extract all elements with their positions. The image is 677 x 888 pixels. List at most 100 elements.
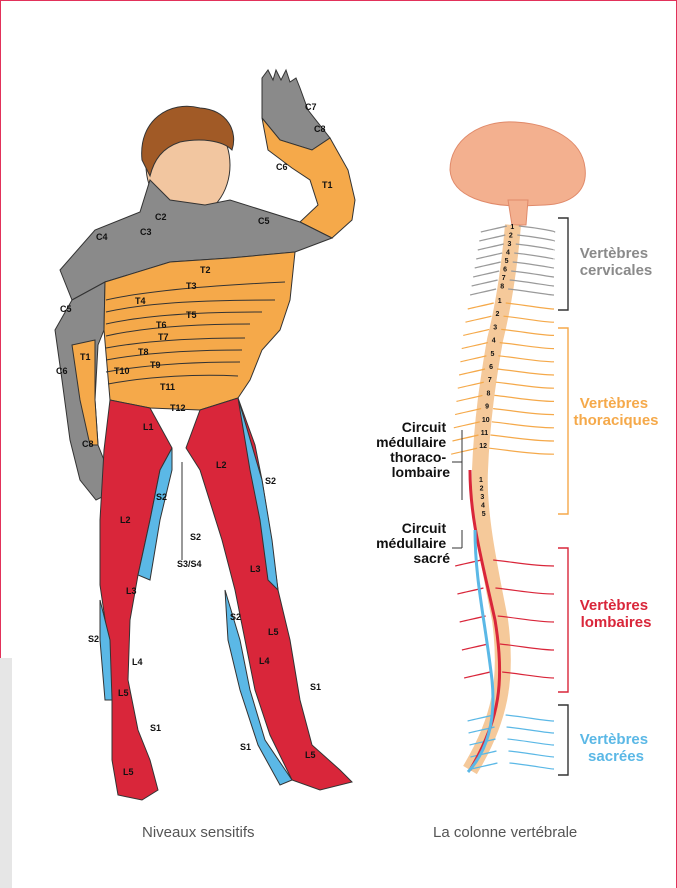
dermatome-label-s1: S1: [150, 723, 161, 733]
cervical-nerve-left: [472, 280, 498, 286]
cervical-vertebra-2: 2: [509, 233, 513, 240]
dermatome-label-t10: T10: [114, 366, 130, 376]
thoracic-vertebra-4: 4: [492, 338, 496, 345]
thoracic-nerve: [501, 329, 554, 335]
cervical-nerve-left: [470, 289, 496, 295]
thoracic-nerve: [496, 382, 554, 388]
brainstem: [508, 200, 528, 225]
dermatome-label-s1: S1: [310, 682, 321, 692]
thoracic-nerve-left: [460, 356, 486, 362]
thoracic-vertebra-7: 7: [488, 377, 492, 384]
sacral-nerve: [507, 727, 554, 733]
thoracic-vertebra-2: 2: [496, 311, 500, 318]
left-caption: Niveaux sensitifs: [142, 824, 255, 841]
cervical-nerve-left: [475, 262, 501, 268]
thoracic-vertebra-12: 12: [479, 443, 487, 450]
lumbar-nerve: [495, 588, 554, 594]
cervical-nerve: [514, 253, 554, 259]
thoracic-nerve: [498, 356, 554, 362]
thoracic-vertebra-8: 8: [487, 390, 491, 397]
thoracic-nerve: [503, 316, 554, 322]
thoracic-nerve: [494, 395, 554, 401]
dermatome-label-l2: L2: [216, 460, 227, 470]
dermatome-label-c5: C5: [258, 216, 270, 226]
thoracic-nerve-left: [462, 343, 488, 349]
cervical-label: Vertèbres cervicales: [580, 245, 653, 279]
thoracic-vertebra-1: 1: [498, 298, 502, 305]
thoracic-nerve: [497, 369, 554, 375]
cervical-vertebra-7: 7: [502, 275, 506, 282]
right-caption: La colonne vertébrale: [433, 824, 577, 841]
cervical-nerve: [510, 280, 554, 286]
sacral-nerve: [508, 739, 554, 745]
sacral-nerve: [509, 763, 554, 769]
cervical-vertebra-4: 4: [506, 250, 510, 257]
cervical-nerve-left: [479, 235, 505, 241]
dermatome-label-l4: L4: [259, 656, 270, 666]
thoracic-nerve-left: [468, 303, 494, 309]
dermatome-label-t1: T1: [80, 352, 91, 362]
dermatome-label-l4: L4: [132, 657, 143, 667]
dermatome-label-l5: L5: [305, 750, 316, 760]
dermatome-label-s2: S2: [190, 532, 201, 542]
spine-figure: 1234567812345678910111212345: [450, 122, 585, 775]
dermatome-label-c7: C7: [305, 102, 317, 112]
dermatome-label-c6: C6: [56, 366, 68, 376]
dermatome-label-t12: T12: [170, 403, 186, 413]
dermatome-label-c2: C2: [155, 212, 167, 222]
dermatome-label-t7: T7: [158, 332, 169, 342]
thoracic-nerve: [493, 409, 554, 415]
sacral-label: Vertèbres sacrées: [580, 731, 653, 765]
lumbar-nerve-left: [462, 644, 488, 650]
dermatome-label-c5: C5: [60, 304, 72, 314]
dermatome-label-l5: L5: [118, 688, 129, 698]
dermatome-label-s2: S2: [265, 476, 276, 486]
thoracic-nerve: [500, 343, 554, 349]
cervical-vertebra-8: 8: [500, 284, 504, 291]
dermatome-label-t4: T4: [135, 296, 146, 306]
sacral-circuit-label: Circuit médullaire sacré: [376, 520, 450, 566]
dermatome-label-c3: C3: [140, 227, 152, 237]
dermatome-label-l2: L2: [120, 515, 131, 525]
thoracic-nerve: [491, 435, 555, 441]
dermatome-label-c6: C6: [276, 162, 288, 172]
lumbar-vertebra-3: 3: [480, 494, 484, 501]
lumbar-nerve-left: [464, 672, 490, 678]
thoracic-nerve-left: [465, 316, 491, 322]
dermatome-label-s2: S2: [230, 612, 241, 622]
cervical-nerve: [508, 289, 554, 295]
thoracolumbar-circuit-label: Circuit médullaire thoraco- lombaire: [376, 419, 450, 480]
dermatome-label-l3: L3: [126, 586, 137, 596]
thoracic-nerve: [492, 422, 554, 428]
cervical-nerve-left: [478, 244, 504, 250]
cervical-vertebra-3: 3: [507, 241, 511, 248]
right-leg: [186, 398, 352, 790]
cervical-nerve-left: [476, 253, 502, 259]
sacral-nerve: [506, 715, 554, 721]
cervical-vertebra-1: 1: [510, 224, 514, 231]
cervical-nerve: [513, 262, 554, 268]
cervical-nerve: [516, 244, 554, 250]
dermatome-label-c8: C8: [314, 124, 326, 134]
cervical-nerve: [519, 226, 555, 232]
dermatome-label-t3: T3: [186, 281, 197, 291]
lumbar-vertebra-5: 5: [482, 511, 486, 518]
sacral-nerve: [508, 751, 554, 757]
dermatome-label-t6: T6: [156, 320, 167, 330]
dermatome-label-l5: L5: [268, 627, 279, 637]
dermatome-label-t9: T9: [150, 360, 161, 370]
dermatome-label-t5: T5: [186, 310, 197, 320]
brackets: [558, 218, 568, 775]
dermatome-label-t11: T11: [160, 382, 175, 392]
thoracic-nerve: [489, 448, 554, 454]
sacral-pointer: [452, 530, 462, 548]
thoracic-vertebra-10: 10: [482, 417, 490, 424]
lumbar-vertebra-4: 4: [481, 503, 485, 510]
thoracic-vertebra-5: 5: [490, 351, 494, 358]
lumbar-nerve: [493, 560, 554, 566]
spine-group-labels: Vertèbres cervicales Vertèbres thoraciqu…: [573, 245, 658, 765]
dermatome-label-s2: S2: [88, 634, 99, 644]
brain: [450, 122, 585, 206]
lumbar-vertebra-2: 2: [480, 486, 484, 493]
